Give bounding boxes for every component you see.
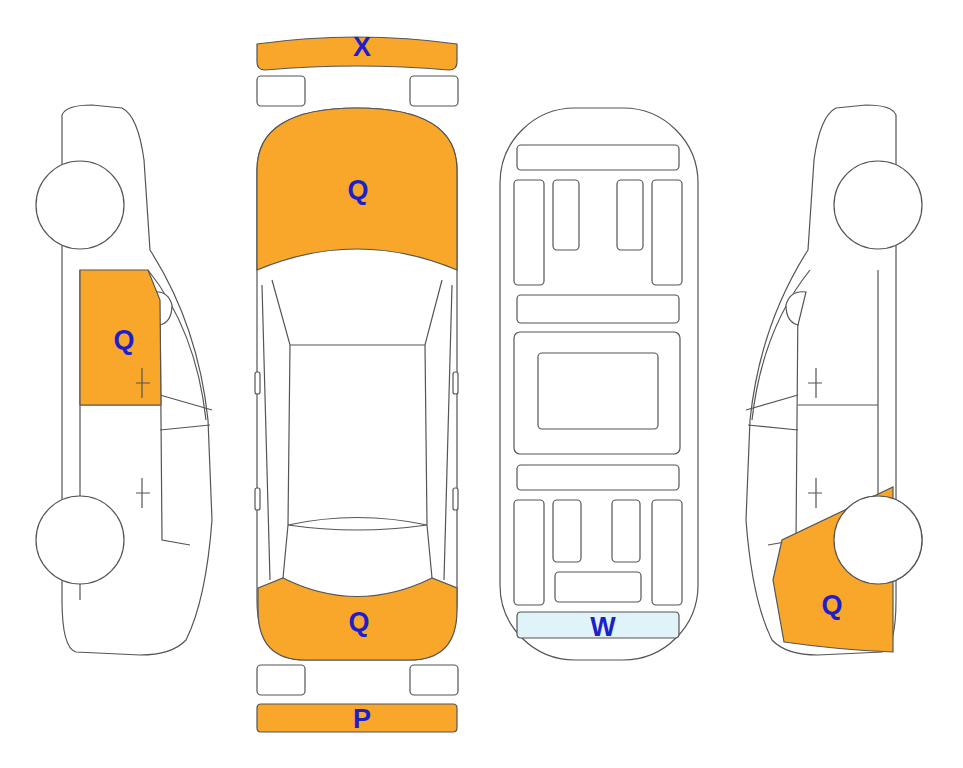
rear-fender-panel: Q	[770, 485, 895, 655]
wheel	[834, 161, 922, 249]
underbody-part	[517, 145, 679, 170]
damage-code: X	[353, 34, 371, 61]
panel-fill	[258, 578, 457, 660]
underbody-part	[514, 180, 544, 285]
rear-bumper: P	[254, 701, 460, 735]
panel-fill	[80, 270, 161, 405]
panel-fill	[257, 704, 457, 732]
wheel	[36, 496, 124, 584]
front-door-panel: Q	[78, 268, 166, 408]
mirror	[255, 372, 260, 394]
panel-detail	[834, 496, 922, 584]
panel-shape	[770, 485, 895, 655]
trunk-panel: Q	[254, 575, 460, 663]
headlight	[257, 76, 305, 106]
damage-code: Q	[113, 327, 134, 354]
panel-detail	[136, 368, 150, 398]
damage-code: Q	[821, 592, 842, 619]
taillight	[410, 665, 458, 695]
handle	[255, 488, 260, 510]
front-bumper: X	[254, 34, 460, 74]
mirror	[453, 372, 458, 394]
underbody-part	[612, 500, 640, 562]
handle	[453, 488, 458, 510]
underbody-part	[555, 572, 641, 602]
cabin-lines	[262, 280, 452, 580]
underbody-part	[553, 500, 581, 562]
panel-fill	[257, 108, 457, 270]
headlight	[410, 76, 458, 106]
underbody-part	[553, 180, 579, 250]
damage-code: Q	[348, 609, 369, 636]
damage-code: Q	[347, 177, 368, 204]
underbody-part	[514, 500, 544, 605]
door-handle	[136, 478, 150, 508]
car-body-top	[257, 108, 457, 660]
underbody-part	[617, 180, 643, 250]
underbody-rear-bar: W	[515, 610, 681, 640]
underbody-part	[517, 295, 679, 323]
side-mirror	[786, 292, 806, 325]
underbody-part	[538, 353, 658, 429]
wheel	[834, 496, 922, 584]
underbody-outline	[500, 108, 698, 660]
door-handle	[808, 368, 822, 508]
hood-panel: Q	[254, 105, 460, 275]
damage-code: W	[590, 614, 615, 641]
underbody-part	[514, 332, 680, 454]
wheel	[36, 161, 124, 249]
taillight	[257, 665, 305, 695]
damage-code: P	[353, 706, 371, 733]
underbody-part	[652, 500, 682, 605]
underbody-part	[652, 180, 682, 285]
underbody-part	[517, 465, 679, 490]
